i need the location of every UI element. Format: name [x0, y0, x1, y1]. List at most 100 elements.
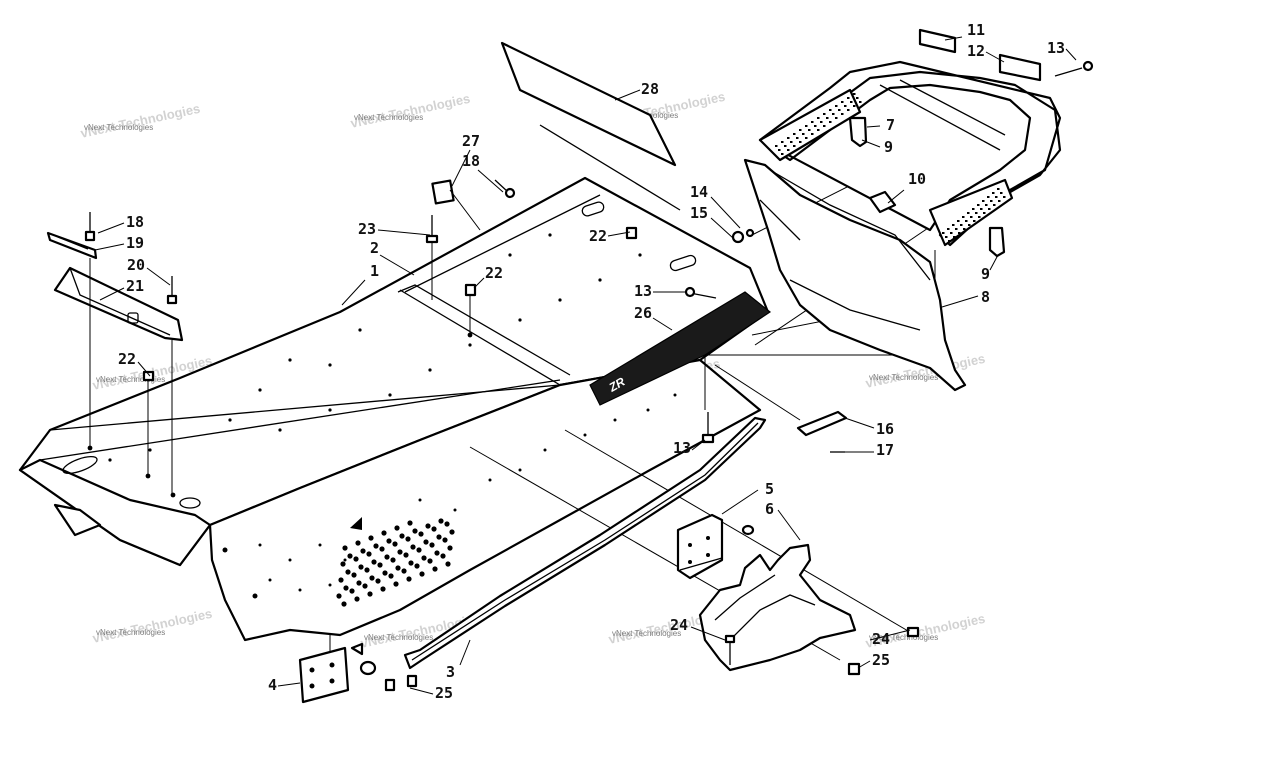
callout-number: 22 [589, 227, 607, 245]
mount-bracket-part-5[interactable] [676, 513, 724, 580]
callout-c27[interactable]: 27 [451, 132, 480, 187]
perforation-hole [351, 572, 357, 578]
callout-c15[interactable]: 15 [690, 204, 734, 239]
callout-c17[interactable]: 17 [843, 441, 894, 459]
callout-c9a[interactable]: 9 [861, 138, 893, 156]
callout-c19[interactable]: 19 [94, 234, 144, 252]
callout-c22b[interactable]: 22 [589, 227, 631, 245]
callout-c8[interactable]: 8 [941, 288, 990, 308]
callout-number: 28 [641, 80, 659, 98]
callout-c26[interactable]: 26 [634, 304, 673, 331]
callout-c13a[interactable]: 13 [1047, 39, 1077, 61]
callout-number: 12 [967, 42, 985, 60]
callout-c22c[interactable]: 22 [473, 264, 503, 289]
callout-leader-line [459, 639, 471, 666]
callout-c6[interactable]: 6 [765, 500, 801, 541]
grip-dot [998, 200, 1001, 202]
callout-c10[interactable]: 10 [887, 170, 926, 204]
callout-c2[interactable]: 2 [370, 239, 415, 276]
callout-c24b[interactable]: 24 [869, 629, 911, 648]
rear-grab-handle-part-7[interactable] [758, 60, 1062, 247]
grip-dot [799, 129, 802, 131]
perforation-hole [403, 552, 409, 558]
callout-c20[interactable]: 20 [127, 256, 171, 286]
grip-dot [805, 137, 808, 139]
reflector-part-11[interactable] [918, 28, 957, 54]
plate-part-27[interactable] [431, 179, 455, 205]
perforation-hole [394, 525, 400, 531]
callout-number: 23 [358, 220, 376, 238]
perforation-hole [373, 543, 379, 549]
grip-dot [850, 101, 853, 103]
callout-number: 9 [981, 265, 990, 283]
callout-number: 4 [268, 676, 277, 694]
callout-c21[interactable]: 21 [99, 277, 144, 301]
callout-c3[interactable]: 3 [446, 639, 471, 681]
callout-c18b[interactable]: 18 [462, 152, 504, 193]
callout-c4[interactable]: 4 [268, 676, 301, 694]
perforation-hole [405, 536, 411, 542]
grip-dot [778, 149, 781, 151]
bracket-part-19[interactable] [46, 231, 98, 260]
callout-c25a[interactable]: 25 [409, 684, 453, 702]
perforation-hole [371, 559, 377, 565]
watermark-shadow: vNext Technologies [349, 91, 471, 131]
perforation-hole [449, 529, 455, 535]
callout-number: 15 [690, 204, 708, 222]
grip-dot [958, 232, 961, 234]
flap-bracket-part-6[interactable] [698, 524, 857, 672]
perforation-hole [419, 571, 425, 577]
callout-c9b[interactable]: 9 [981, 254, 999, 283]
perforation-hole [360, 548, 366, 554]
clip-part-10[interactable] [868, 190, 897, 214]
tunnel-decal-part-26[interactable]: ZR [589, 291, 772, 406]
deck-rivet-holes [87, 233, 642, 498]
bracket-part-21[interactable] [53, 266, 184, 342]
callout-leader-line [1065, 48, 1077, 61]
grip-dot [968, 224, 971, 226]
callout-leader-line [379, 254, 415, 276]
perforation-hole [343, 585, 349, 591]
callout-c16[interactable]: 16 [844, 417, 894, 438]
running-rail-part-3[interactable] [403, 416, 767, 670]
callout-c14[interactable]: 14 [690, 183, 741, 229]
reflector-part-12[interactable] [998, 53, 1042, 82]
callout-c24a[interactable]: 24 [670, 616, 726, 641]
callout-c1[interactable]: 1 [341, 262, 379, 306]
perforation-hole [442, 537, 448, 543]
grip-dot [793, 133, 796, 135]
callout-c23[interactable]: 23 [358, 220, 431, 238]
callout-number: 24 [872, 630, 890, 648]
callout-c13b[interactable]: 13 [634, 282, 686, 300]
callout-c28[interactable]: 28 [614, 80, 659, 101]
callout-c5[interactable]: 5 [721, 480, 774, 515]
callout-number: 10 [908, 170, 926, 188]
grip-dot [829, 109, 832, 111]
rear-flap-part-8[interactable] [743, 158, 967, 392]
callout-c13c[interactable]: 13 [673, 439, 706, 457]
callout-leader-line [477, 169, 504, 193]
callout-leader-line [721, 489, 759, 515]
perforation-hole [367, 591, 373, 597]
callout-c11[interactable]: 11 [944, 21, 985, 41]
grip-texture [775, 93, 1006, 242]
watermark-text: vNext Technologies [869, 373, 938, 382]
callout-number: 6 [765, 500, 774, 518]
callout-c25b[interactable]: 25 [857, 651, 890, 669]
callout-c22a[interactable]: 22 [118, 350, 151, 377]
tunnel-part-1[interactable] [18, 176, 770, 642]
callout-c18a[interactable]: 18 [97, 213, 144, 234]
badge-part-16[interactable] [796, 410, 848, 437]
callout-number: 18 [126, 213, 144, 231]
clip-part-9[interactable] [848, 116, 1006, 258]
mount-plate-part-4[interactable] [298, 642, 377, 704]
perforation-hole [380, 586, 386, 592]
callout-c12[interactable]: 12 [967, 42, 1005, 63]
grip-dot [990, 200, 993, 202]
grip-dot [955, 228, 958, 230]
grip-dot [947, 228, 950, 230]
callout-leader-line [607, 231, 631, 237]
flap-panel-part-28[interactable] [500, 41, 681, 211]
callout-c7[interactable]: 7 [866, 116, 895, 134]
perforation-hole [356, 580, 362, 586]
